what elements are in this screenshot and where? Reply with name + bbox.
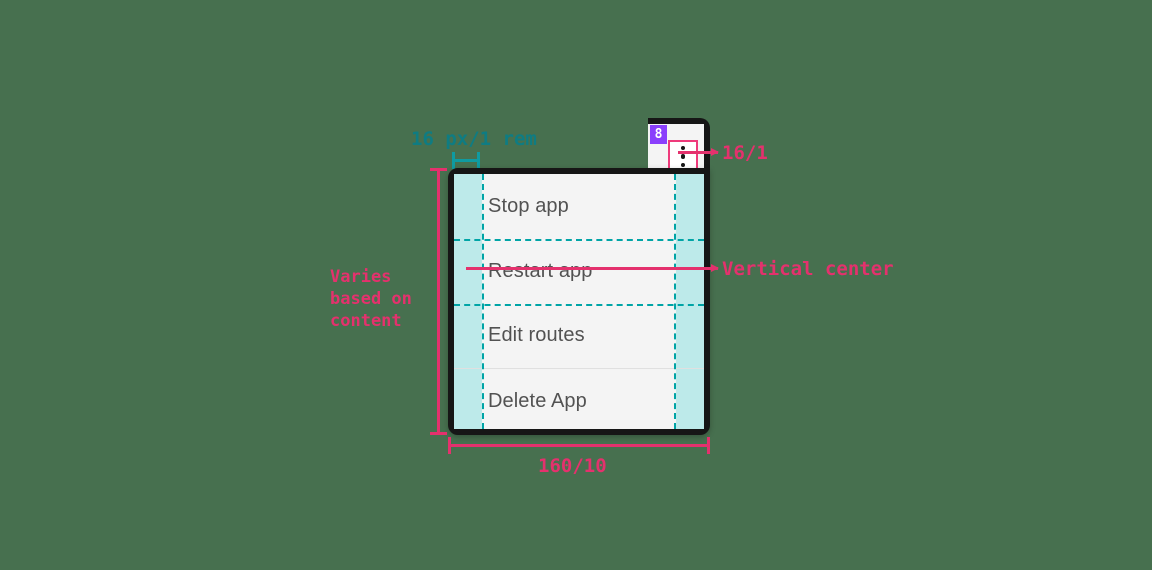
padding-annotation-label: 16 px/1 rem [411, 128, 537, 150]
overflow-dot [680, 162, 686, 168]
menu-item-label: Stop app [488, 194, 569, 217]
overflow-dot [680, 154, 686, 159]
guide-line-row-2 [454, 303, 704, 306]
overflow-menu-panel[interactable]: Stop app Restart app Edit routes Delete … [448, 168, 710, 435]
bracket-cap-right [477, 152, 480, 169]
vertical-center-annotation-label: Vertical center [722, 258, 894, 280]
guide-line-padding-right [674, 174, 676, 429]
padding-fill-right [676, 174, 704, 429]
bracket-cap-bottom [430, 432, 447, 435]
padding-fill-left [454, 174, 482, 429]
menu-item-stop-app[interactable]: Stop app [454, 174, 704, 239]
bracket-bar [437, 168, 440, 435]
notification-badge: 8 [650, 125, 667, 144]
menu-item-delete-app[interactable]: Delete App [454, 368, 704, 429]
bracket-bar [448, 444, 710, 447]
height-annotation-label: Varies based on content [330, 267, 412, 331]
bracket-bar [452, 159, 480, 162]
width-measure-bracket [448, 437, 710, 454]
padding-measure-bracket [452, 152, 480, 169]
overflow-menu-surface: Stop app Restart app Edit routes Delete … [454, 174, 704, 429]
overflow-dot [680, 145, 686, 151]
button-size-annotation-label: 16/1 [722, 142, 768, 164]
menu-item-edit-routes[interactable]: Edit routes [454, 304, 704, 369]
bracket-cap-right [707, 437, 710, 454]
menu-item-label: Restart app [488, 259, 593, 282]
menu-item-restart-app[interactable]: Restart app [454, 239, 704, 304]
height-measure-bracket [430, 168, 447, 435]
width-annotation-label: 160/10 [538, 455, 607, 477]
menu-item-label: Edit routes [488, 324, 585, 347]
menu-item-label: Delete App [488, 389, 587, 412]
button-size-leader-line [678, 148, 719, 156]
guide-line-padding-left [482, 174, 484, 429]
overflow-menu-list: Stop app Restart app Edit routes Delete … [454, 174, 704, 429]
guide-line-row-1 [454, 238, 704, 241]
vertical-center-guide-line [466, 264, 719, 272]
